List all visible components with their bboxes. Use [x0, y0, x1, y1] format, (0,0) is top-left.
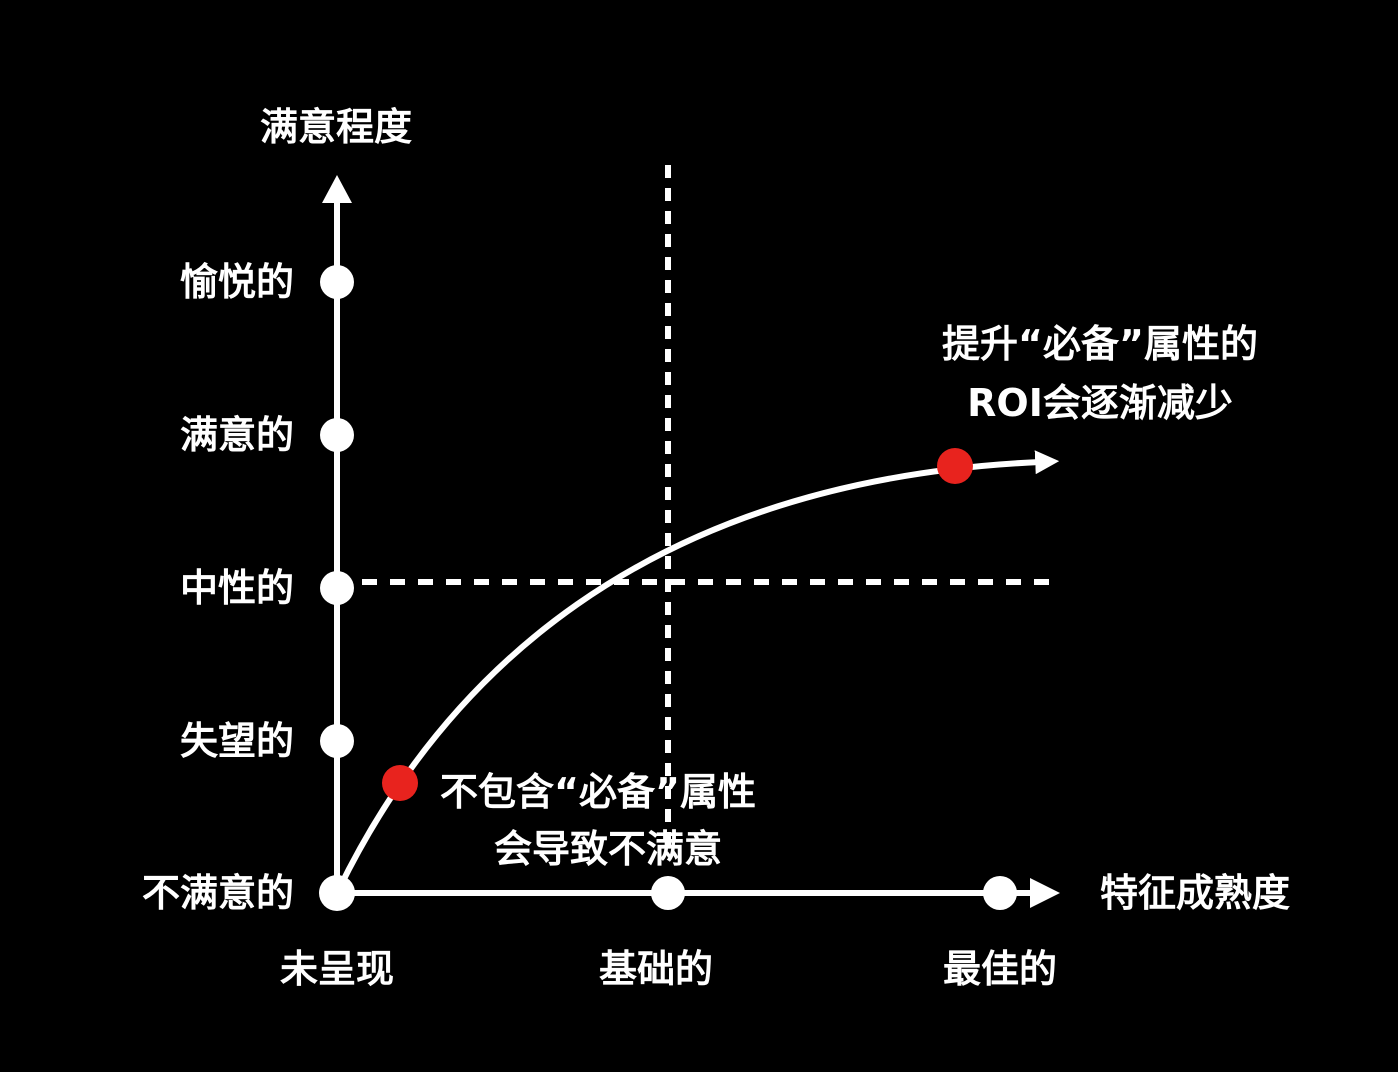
low-annotation-line: 会导致不满意	[494, 827, 722, 871]
y-axis-title: 满意程度	[260, 105, 412, 149]
y-level-label: 失望的	[180, 719, 294, 763]
low-point-marker	[382, 765, 418, 801]
y-level-label: 满意的	[180, 413, 294, 457]
x-level-marker	[983, 876, 1017, 910]
x-level-label: 最佳的	[943, 947, 1057, 991]
x-level-label: 基础的	[599, 947, 713, 991]
x-axis-title: 特征成熟度	[1100, 871, 1290, 915]
y-level-label: 愉悦的	[180, 260, 294, 304]
y-level-marker	[320, 418, 354, 452]
y-level-label: 不满意的	[142, 871, 294, 915]
high-point-marker	[937, 448, 973, 484]
y-level-marker	[320, 265, 354, 299]
y-axis-arrow-icon	[322, 175, 352, 203]
y-level-label: 中性的	[180, 566, 294, 610]
satisfaction-curve	[334, 450, 1060, 895]
high-annotation-line: 提升“必备”属性的	[942, 322, 1258, 366]
origin-marker	[319, 875, 355, 911]
low-annotation-line: 不包含“必备”属性	[440, 770, 756, 814]
y-level-marker	[320, 571, 354, 605]
x-axis-markers	[319, 875, 1017, 911]
y-level-marker	[320, 724, 354, 758]
high-annotation-line: ROI会逐渐减少	[967, 381, 1233, 425]
y-axis-markers	[320, 265, 354, 758]
x-axis-arrow-icon	[1030, 878, 1060, 908]
x-level-label: 未呈现	[280, 947, 394, 991]
x-level-marker	[651, 876, 685, 910]
